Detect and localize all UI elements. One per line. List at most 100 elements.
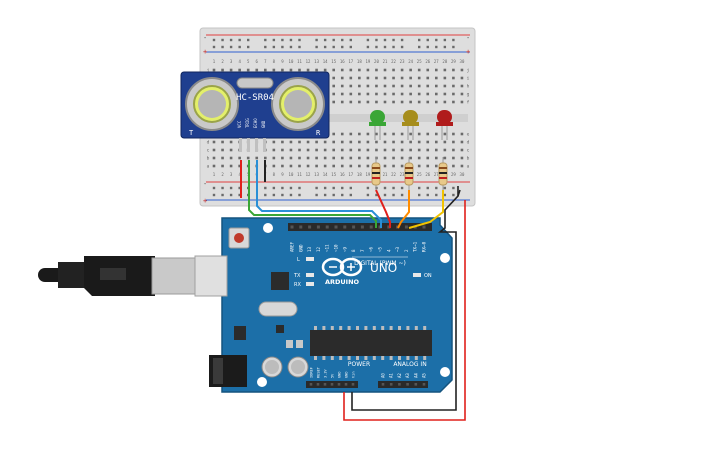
rail-hole[interactable]	[281, 45, 284, 49]
breadboard-hole[interactable]	[443, 84, 447, 88]
breadboard-hole[interactable]	[323, 148, 327, 152]
analog-pin-socket[interactable]	[389, 383, 393, 386]
breadboard-hole[interactable]	[443, 76, 447, 80]
breadboard-hole[interactable]	[460, 132, 464, 136]
breadboard-hole[interactable]	[409, 84, 412, 88]
rail-hole[interactable]	[435, 38, 438, 42]
rail-hole[interactable]	[238, 186, 241, 190]
breadboard-hole[interactable]	[435, 164, 438, 168]
digital-pin-socket[interactable]	[308, 225, 312, 229]
rail-hole[interactable]	[375, 45, 378, 49]
breadboard-hole[interactable]	[366, 140, 370, 144]
rail-hole[interactable]	[221, 38, 224, 42]
digital-pin-socket[interactable]	[387, 225, 391, 229]
breadboard-hole[interactable]	[375, 100, 378, 104]
resistor-1[interactable]	[371, 157, 381, 190]
rail-hole[interactable]	[375, 38, 378, 42]
breadboard-hole[interactable]	[349, 148, 353, 152]
breadboard-hole[interactable]	[443, 140, 447, 144]
analog-pin-socket[interactable]	[422, 383, 426, 386]
rail-hole[interactable]	[272, 186, 276, 190]
rail-hole[interactable]	[323, 38, 327, 42]
breadboard-hole[interactable]	[212, 148, 216, 152]
rail-hole[interactable]	[418, 186, 421, 190]
breadboard-hole[interactable]	[366, 164, 370, 168]
breadboard-hole[interactable]	[392, 164, 395, 168]
rail-hole[interactable]	[400, 38, 404, 42]
breadboard-hole[interactable]	[426, 76, 430, 80]
rail-hole[interactable]	[212, 193, 216, 197]
breadboard-hole[interactable]	[281, 140, 284, 144]
wire-echo[interactable]	[256, 160, 382, 228]
breadboard-hole[interactable]	[409, 156, 412, 160]
breadboard-hole[interactable]	[212, 140, 216, 144]
rail-hole[interactable]	[375, 193, 378, 197]
rail-hole[interactable]	[452, 186, 455, 190]
breadboard-hole[interactable]	[349, 92, 353, 96]
rail-hole[interactable]	[289, 193, 293, 197]
analog-pin-socket[interactable]	[381, 383, 385, 386]
wire-5v-board[interactable]	[343, 200, 466, 421]
rail-hole[interactable]	[212, 186, 216, 190]
breadboard-hole[interactable]	[435, 84, 438, 88]
rail-hole[interactable]	[400, 193, 404, 197]
wire-gnd-board[interactable]	[351, 186, 459, 411]
breadboard-hole[interactable]	[452, 92, 455, 96]
power-pin-socket[interactable]	[344, 383, 348, 386]
breadboard-hole[interactable]	[229, 156, 233, 160]
breadboard-hole[interactable]	[358, 76, 361, 80]
breadboard-hole[interactable]	[443, 92, 447, 96]
rail-hole[interactable]	[238, 193, 241, 197]
breadboard-hole[interactable]	[435, 140, 438, 144]
breadboard-hole[interactable]	[332, 140, 335, 144]
breadboard-hole[interactable]	[306, 164, 310, 168]
rail-hole[interactable]	[349, 186, 352, 190]
rail-hole[interactable]	[400, 45, 404, 49]
breadboard-hole[interactable]	[400, 132, 404, 136]
breadboard-hole[interactable]	[229, 140, 233, 144]
breadboard-hole[interactable]	[417, 148, 421, 152]
breadboard-hole[interactable]	[340, 100, 344, 104]
breadboard-hole[interactable]	[349, 132, 353, 136]
breadboard-hole[interactable]	[392, 92, 395, 96]
power-pin-socket[interactable]	[351, 383, 355, 386]
breadboard-hole[interactable]	[306, 68, 310, 72]
breadboard-hole[interactable]	[306, 148, 310, 152]
breadboard-hole[interactable]	[289, 148, 293, 152]
breadboard-hole[interactable]	[298, 68, 301, 72]
breadboard-hole[interactable]	[272, 140, 276, 144]
breadboard-hole[interactable]	[366, 68, 370, 72]
breadboard-hole[interactable]	[460, 164, 464, 168]
rail-hole[interactable]	[426, 193, 429, 197]
rail-hole[interactable]	[281, 38, 284, 42]
rail-hole[interactable]	[332, 45, 335, 49]
breadboard-hole[interactable]	[358, 156, 361, 160]
breadboard-hole[interactable]	[426, 140, 430, 144]
breadboard-hole[interactable]	[221, 148, 224, 152]
breadboard-hole[interactable]	[375, 148, 378, 152]
rail-hole[interactable]	[247, 45, 250, 49]
breadboard-hole[interactable]	[340, 140, 344, 144]
analog-pin-socket[interactable]	[398, 383, 401, 386]
breadboard-hole[interactable]	[392, 132, 395, 136]
digital-pin-socket[interactable]	[316, 225, 320, 229]
breadboard-hole[interactable]	[417, 164, 421, 168]
breadboard-hole[interactable]	[332, 76, 335, 80]
rail-hole[interactable]	[289, 45, 293, 49]
digital-pin-socket[interactable]	[422, 225, 426, 229]
breadboard-hole[interactable]	[400, 100, 404, 104]
breadboard-hole[interactable]	[332, 100, 335, 104]
breadboard-hole[interactable]	[221, 68, 224, 72]
breadboard-hole[interactable]	[349, 68, 353, 72]
breadboard-hole[interactable]	[426, 84, 430, 88]
digital-pin-socket[interactable]	[360, 225, 364, 229]
breadboard-hole[interactable]	[349, 84, 353, 88]
breadboard-hole[interactable]	[443, 132, 447, 136]
rail-hole[interactable]	[392, 186, 395, 190]
breadboard-hole[interactable]	[400, 156, 404, 160]
breadboard-hole[interactable]	[452, 140, 455, 144]
breadboard-hole[interactable]	[426, 92, 430, 96]
rail-hole[interactable]	[281, 186, 284, 190]
breadboard-hole[interactable]	[409, 100, 412, 104]
breadboard-hole[interactable]	[383, 68, 387, 72]
